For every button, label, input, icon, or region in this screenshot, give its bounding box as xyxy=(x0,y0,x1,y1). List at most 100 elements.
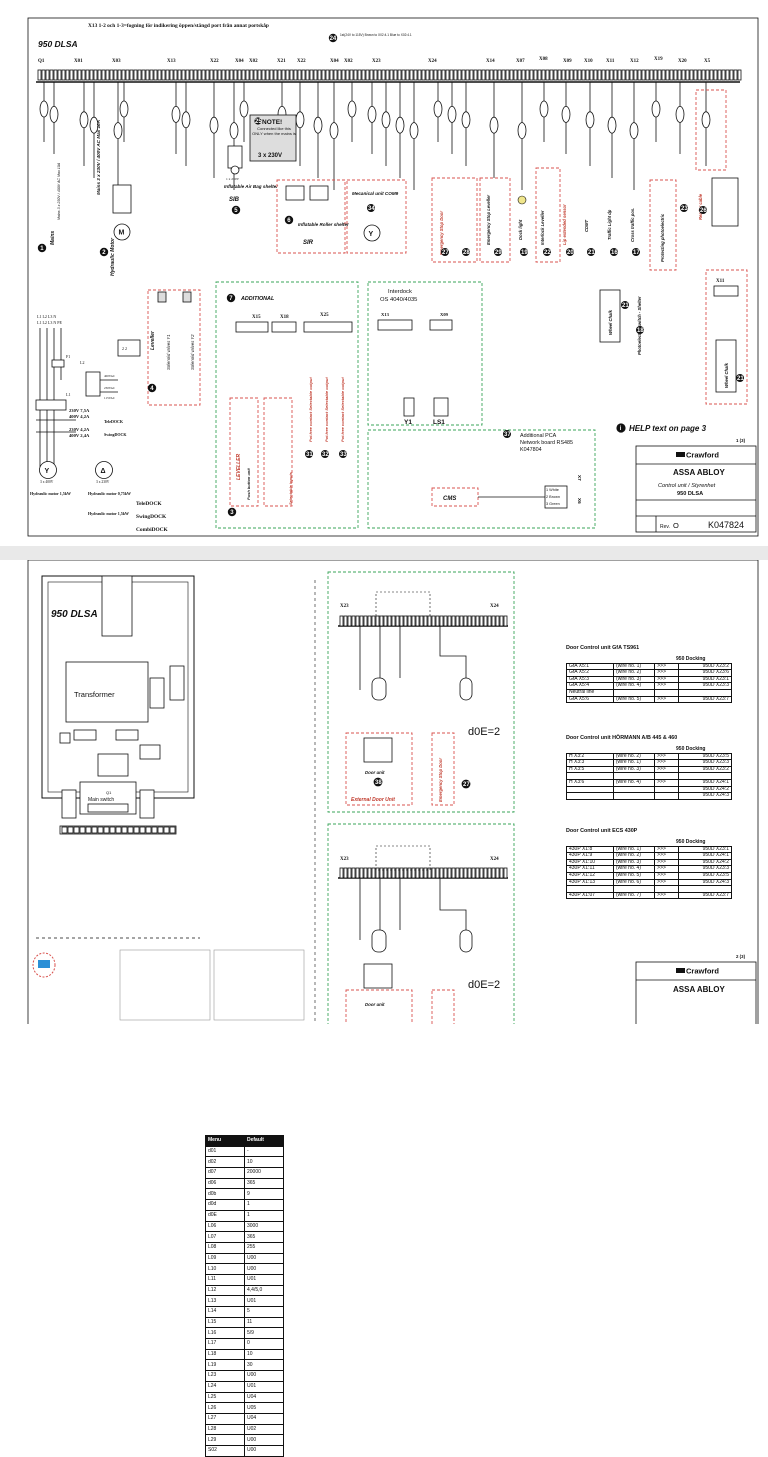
sheet1-heading: X13 1-2 och 1-3=fogning för indikering ö… xyxy=(88,22,269,29)
svg-text:ASSA ABLOY: ASSA ABLOY xyxy=(673,985,726,994)
terminal-pin xyxy=(427,867,432,879)
door-table-hormann: Door Control unit HÖRMANN A/B 445 & 460 … xyxy=(566,735,732,800)
terminal-pin xyxy=(491,867,496,879)
terminal-pin xyxy=(145,826,152,834)
terminal-pin xyxy=(469,69,474,81)
menu-default: 0 xyxy=(244,1338,284,1350)
cable-gland xyxy=(171,106,181,123)
terminal-pin xyxy=(281,69,286,81)
brand-assa-abloy: ASSA ABLOY xyxy=(673,468,726,477)
terminal-x20: X20 xyxy=(678,59,687,64)
terminal-pin xyxy=(37,69,42,81)
svg-text:Emergency Stop Door: Emergency Stop Door xyxy=(438,758,443,802)
terminal-pin xyxy=(395,867,400,879)
terminal-pin xyxy=(341,69,346,81)
terminal-pin xyxy=(343,867,348,879)
terminal-pin xyxy=(441,69,446,81)
terminal-pin xyxy=(157,69,162,81)
svg-text:Emergency Stop Leveller: Emergency Stop Leveller xyxy=(486,195,491,245)
svg-text:Control unit / Styrenhet: Control unit / Styrenhet xyxy=(658,483,716,489)
cable-gland xyxy=(489,116,499,134)
terminal-pin xyxy=(447,615,452,627)
terminal-pin xyxy=(681,69,686,81)
terminal-pin xyxy=(201,69,206,81)
svg-text:Lip extended sensor: Lip extended sensor xyxy=(562,204,567,245)
terminal-pin xyxy=(653,69,658,81)
terminal-pin xyxy=(189,69,194,81)
note-24: 1st(24V to 115V) Brown to X02:4.1 Blue t… xyxy=(340,33,412,37)
terminal-pin xyxy=(369,69,374,81)
svg-text:400V 4,2A: 400V 4,2A xyxy=(69,414,90,419)
terminal-pin xyxy=(273,69,278,81)
svg-text:3 Green: 3 Green xyxy=(546,502,560,506)
wiring-lines xyxy=(39,82,711,190)
terminal-pin xyxy=(411,867,416,879)
terminal-pin xyxy=(709,69,714,81)
terminal-pin xyxy=(163,826,170,834)
door-table-cell: 950D X24:3 xyxy=(678,878,732,887)
cable-gland xyxy=(461,111,471,129)
terminal-pin xyxy=(613,69,618,81)
terminal-pin xyxy=(503,867,508,879)
terminal-x02a: X02 xyxy=(249,59,258,64)
terminal-pin xyxy=(525,69,530,81)
svg-text:Q1: Q1 xyxy=(106,790,112,795)
terminal-pin xyxy=(721,69,726,81)
menu-code: L14 xyxy=(205,1306,245,1318)
svg-text:Additional PCA: Additional PCA xyxy=(520,433,557,439)
terminal-pin xyxy=(265,69,270,81)
svg-text:X23: X23 xyxy=(340,604,349,609)
terminal-pin xyxy=(451,615,456,627)
terminal-pin xyxy=(113,69,118,81)
terminal-pin xyxy=(385,69,390,81)
terminal-pin xyxy=(117,69,122,81)
svg-text:Interdock: Interdock xyxy=(388,289,412,295)
terminal-pin xyxy=(637,69,642,81)
terminal-pin xyxy=(597,69,602,81)
menu-default: 5 xyxy=(244,1306,284,1318)
svg-text:Dock light: Dock light xyxy=(518,219,523,240)
label-hydraulic-motor: Hydraulic Motor xyxy=(110,237,116,276)
door-table-cell: 950D X23:7 xyxy=(678,891,732,900)
terminal-pin xyxy=(81,69,86,81)
door-diagram-lower: X23 X24 Door unit d0E=2 xyxy=(327,823,515,1024)
door-table-cell: 950D X23:3 xyxy=(678,682,732,690)
svg-text:950 DLSA: 950 DLSA xyxy=(677,491,703,497)
terminal-pin xyxy=(375,615,380,627)
terminal-pin xyxy=(517,69,522,81)
svg-text:Inflatable Air Bag shelter: Inflatable Air Bag shelter xyxy=(224,184,278,189)
terminal-pin xyxy=(293,69,298,81)
terminal-pin xyxy=(609,69,614,81)
svg-text:M: M xyxy=(119,230,125,237)
terminal-pin xyxy=(169,69,174,81)
terminal-pin xyxy=(455,615,460,627)
schematic-sheet-1: X13 1-2 och 1-3=fogning för indikering ö… xyxy=(0,0,768,546)
terminal-pin xyxy=(673,69,678,81)
svg-text:X09: X09 xyxy=(440,312,449,317)
menu-code: L27 xyxy=(205,1412,245,1425)
menu-default: U00 xyxy=(244,1252,284,1265)
svg-text:Door unit: Door unit xyxy=(365,1002,385,1007)
terminal-pin xyxy=(423,615,428,627)
terminal-pin xyxy=(145,69,150,81)
terminal-x22a: X22 xyxy=(210,59,219,64)
svg-text:34: 34 xyxy=(368,206,375,212)
label-mains: Mains xyxy=(50,231,56,245)
terminal-pin xyxy=(435,615,440,627)
svg-text:5: 5 xyxy=(234,208,238,214)
terminal-x02b: X02 xyxy=(344,59,353,64)
terminal-pin xyxy=(391,867,396,879)
pca-section: 37 Additional PCA Network board RS485 K0… xyxy=(367,429,596,529)
svg-text:28: 28 xyxy=(463,250,470,256)
svg-text:Hydraulic motor 1,5kW: Hydraulic motor 1,5kW xyxy=(30,491,71,496)
terminal-pin xyxy=(459,867,464,879)
terminal-pin xyxy=(97,826,104,834)
terminal-pin xyxy=(467,615,472,627)
terminal-pin xyxy=(65,69,70,81)
terminal-pin xyxy=(453,69,458,81)
terminal-pin xyxy=(427,615,432,627)
